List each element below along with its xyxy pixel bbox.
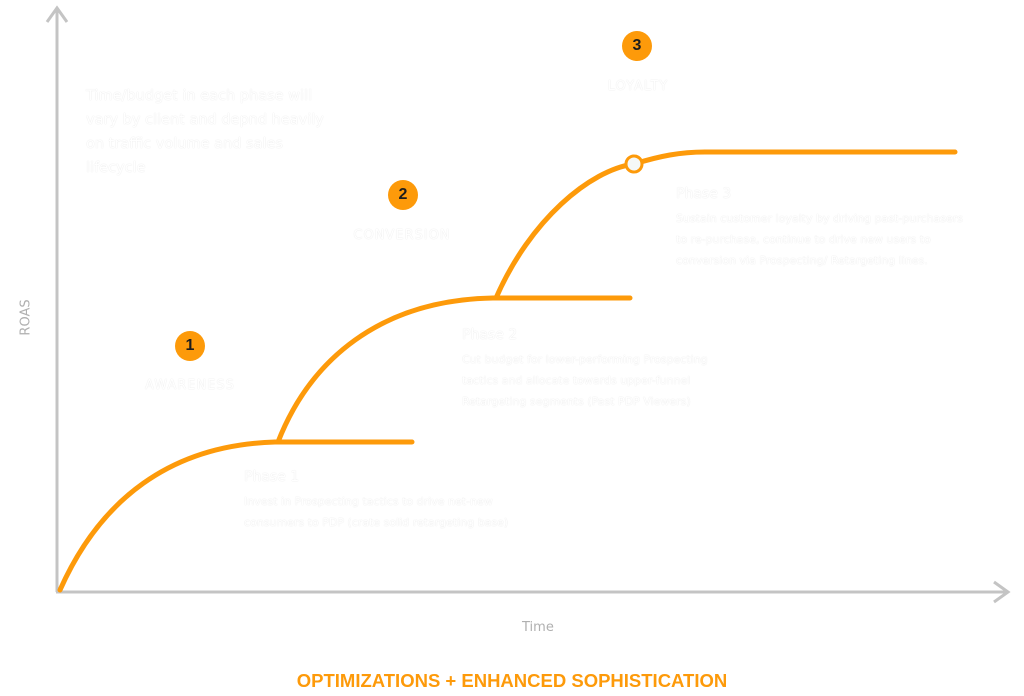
phase-2-title: Phase 2 [462,327,518,343]
timing-note: Time/budget in each phase will vary by c… [86,88,324,176]
phase-2-description: Phase 2 Cut budget for lower-performing … [462,327,737,412]
phase-2-curve [275,295,496,445]
phase-2-body: Cut budget for lower-performing Prospect… [462,353,708,408]
y-axis-arrow-icon [45,5,69,23]
phase-1-description: Phase 1 Invest in Prospecting tactics to… [244,469,509,533]
phase-1-body: Invest in Prospecting tactics to drive n… [244,495,509,529]
stage-2-label: CONVERSION [353,228,451,243]
footer-title: OPTIMIZATIONS + ENHANCED SOPHISTICATION [296,670,728,691]
phase-1-curve [57,439,278,593]
stage-2-badge: 2 [388,180,418,210]
loyalty-marker [624,154,644,174]
phase-1-title: Phase 1 [244,469,300,485]
phase-3-curve [493,149,708,301]
x-axis-arrow-icon [993,580,1011,604]
phase-3-description: Phase 3 Sustain customer loyalty by driv… [676,186,976,271]
stage-1-badge: 1 [175,331,205,361]
x-axis-label: Time [522,620,554,635]
phase-3-body: Sustain customer loyalty by driving past… [676,212,964,267]
y-axis-label: ROAS [18,299,34,336]
stage-3-badge: 3 [622,31,652,61]
phase-3-title: Phase 3 [676,186,732,202]
stage-3-label: LOYALTY [607,79,669,94]
stage-1-label: AWARENESS [145,378,235,393]
